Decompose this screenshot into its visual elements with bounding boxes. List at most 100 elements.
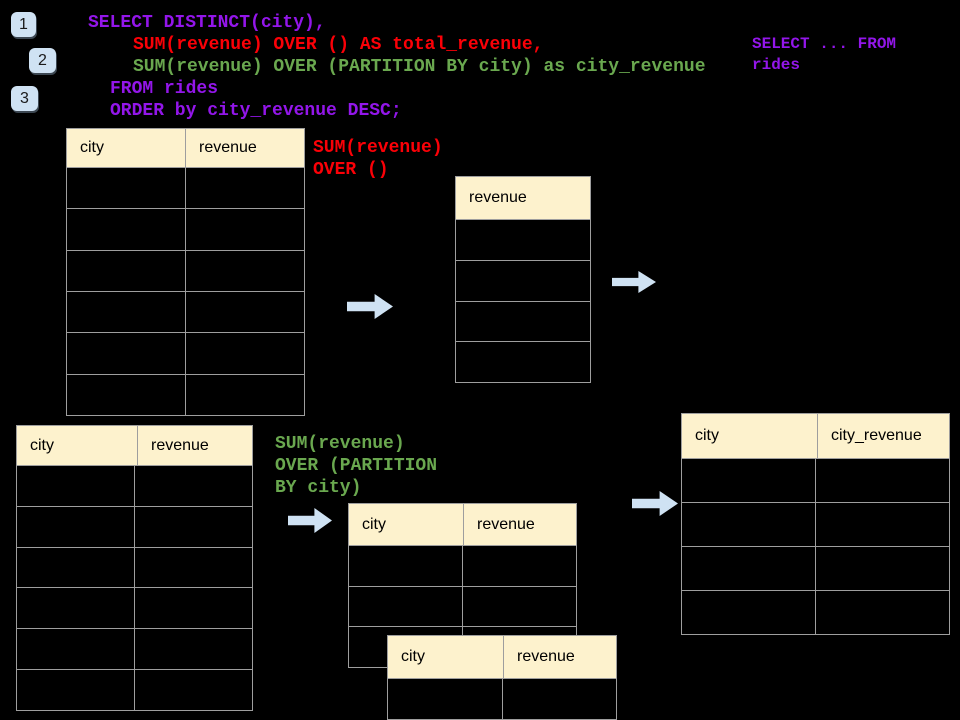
table-row bbox=[682, 502, 949, 546]
side-note-line-2: rides bbox=[752, 56, 801, 74]
column-header-city: city bbox=[349, 504, 464, 545]
table-cell bbox=[682, 547, 816, 590]
table-cell bbox=[456, 261, 590, 301]
table-body bbox=[388, 678, 616, 719]
arrow-right-icon bbox=[288, 508, 332, 533]
table-row bbox=[67, 290, 304, 333]
arrow-right-icon bbox=[347, 294, 393, 319]
table-cell bbox=[17, 466, 135, 506]
table-header-row: revenue bbox=[456, 177, 590, 219]
table-row bbox=[388, 678, 616, 719]
column-header-revenue: revenue bbox=[469, 189, 527, 206]
table-row bbox=[682, 590, 949, 634]
table-cell bbox=[135, 466, 252, 506]
table-cell bbox=[186, 168, 304, 208]
column-header-revenue: revenue bbox=[199, 139, 257, 156]
table-row bbox=[682, 458, 949, 502]
table-cell bbox=[67, 168, 186, 209]
side-note: SELECT ... FROM rides bbox=[752, 34, 896, 76]
table-row bbox=[349, 585, 576, 627]
table-cell bbox=[816, 547, 949, 590]
table-cell bbox=[682, 459, 816, 502]
table-city-revenue-result: city city_revenue bbox=[681, 413, 950, 635]
step-badge-2: 2 bbox=[29, 48, 56, 73]
table-cell bbox=[17, 588, 135, 629]
table-cell bbox=[186, 333, 304, 373]
table-row bbox=[456, 341, 590, 382]
table-cell bbox=[186, 375, 304, 415]
table-cell bbox=[388, 679, 503, 719]
sql-line-from: FROM rides bbox=[110, 79, 219, 99]
table-row bbox=[17, 546, 252, 588]
table-partition-group-front: city revenue bbox=[387, 635, 617, 720]
table-header-row: city city_revenue bbox=[682, 414, 949, 458]
step-badge-3: 3 bbox=[11, 86, 38, 111]
column-header-revenue: revenue bbox=[151, 436, 209, 454]
step-badge-1: 1 bbox=[11, 12, 36, 37]
table-cell bbox=[682, 503, 816, 546]
table-header-row: city revenue bbox=[67, 129, 304, 167]
table-row bbox=[67, 373, 304, 415]
table-header-row: city revenue bbox=[388, 636, 616, 678]
table-row bbox=[17, 465, 252, 506]
label-partition-line-3: BY city) bbox=[275, 478, 362, 498]
label-total-revenue-line-2: OVER () bbox=[313, 160, 389, 180]
table-cell bbox=[67, 333, 186, 374]
table-header-row: city revenue bbox=[17, 426, 252, 465]
table-cell bbox=[816, 459, 949, 502]
table-row bbox=[456, 300, 590, 342]
table-header-row: city revenue bbox=[349, 504, 576, 545]
column-header-revenue: revenue bbox=[517, 648, 575, 665]
table-cell bbox=[135, 548, 252, 588]
table-row bbox=[17, 669, 252, 710]
table-cell bbox=[67, 209, 186, 250]
table-cell bbox=[186, 292, 304, 332]
label-partition-line-2: OVER (PARTITION bbox=[275, 456, 438, 476]
column-header-city: city bbox=[67, 129, 186, 167]
arrow-right-icon bbox=[632, 491, 678, 516]
table-cell bbox=[135, 629, 252, 669]
sql-line-order-by: ORDER by city_revenue DESC; bbox=[110, 101, 402, 121]
table-cell bbox=[186, 251, 304, 291]
side-note-line-1: SELECT ... FROM bbox=[752, 35, 897, 53]
sql-line-partition: SUM(revenue) OVER (PARTITION BY city) as… bbox=[133, 57, 706, 77]
table-row bbox=[67, 249, 304, 291]
table-row bbox=[67, 208, 304, 250]
table-row bbox=[17, 587, 252, 629]
table-partition-group-back: city revenue bbox=[348, 503, 577, 668]
table-row bbox=[67, 167, 304, 209]
table-cell bbox=[17, 506, 135, 547]
column-header-city: city bbox=[17, 426, 138, 465]
table-rides-source-bottom: city revenue bbox=[16, 425, 253, 711]
table-cell bbox=[816, 503, 949, 546]
table-row bbox=[682, 546, 949, 590]
table-total-revenue-result: revenue bbox=[455, 176, 591, 383]
table-row bbox=[349, 545, 576, 586]
table-cell bbox=[456, 220, 590, 260]
table-cell bbox=[816, 591, 949, 634]
table-cell bbox=[67, 374, 186, 415]
table-row bbox=[17, 505, 252, 547]
table-cell bbox=[135, 670, 252, 710]
table-row bbox=[67, 332, 304, 374]
table-cell bbox=[17, 670, 135, 710]
table-cell bbox=[17, 629, 135, 670]
table-cell bbox=[67, 250, 186, 291]
arrow-right-icon bbox=[612, 271, 656, 293]
table-cell bbox=[67, 291, 186, 333]
column-header-city: city bbox=[682, 414, 818, 458]
table-cell bbox=[135, 588, 252, 628]
label-partition-line-1: SUM(revenue) bbox=[275, 434, 405, 454]
table-body bbox=[456, 219, 590, 382]
table-cell bbox=[463, 587, 576, 627]
table-cell bbox=[503, 679, 617, 719]
table-cell bbox=[456, 302, 590, 342]
sql-line-total-revenue: SUM(revenue) OVER () AS total_revenue, bbox=[133, 35, 544, 55]
table-body bbox=[682, 458, 949, 634]
column-header-city: city bbox=[388, 636, 504, 678]
table-cell bbox=[349, 546, 463, 586]
table-cell bbox=[17, 547, 135, 588]
table-cell bbox=[349, 586, 463, 627]
table-body bbox=[17, 465, 252, 710]
table-row bbox=[456, 219, 590, 260]
